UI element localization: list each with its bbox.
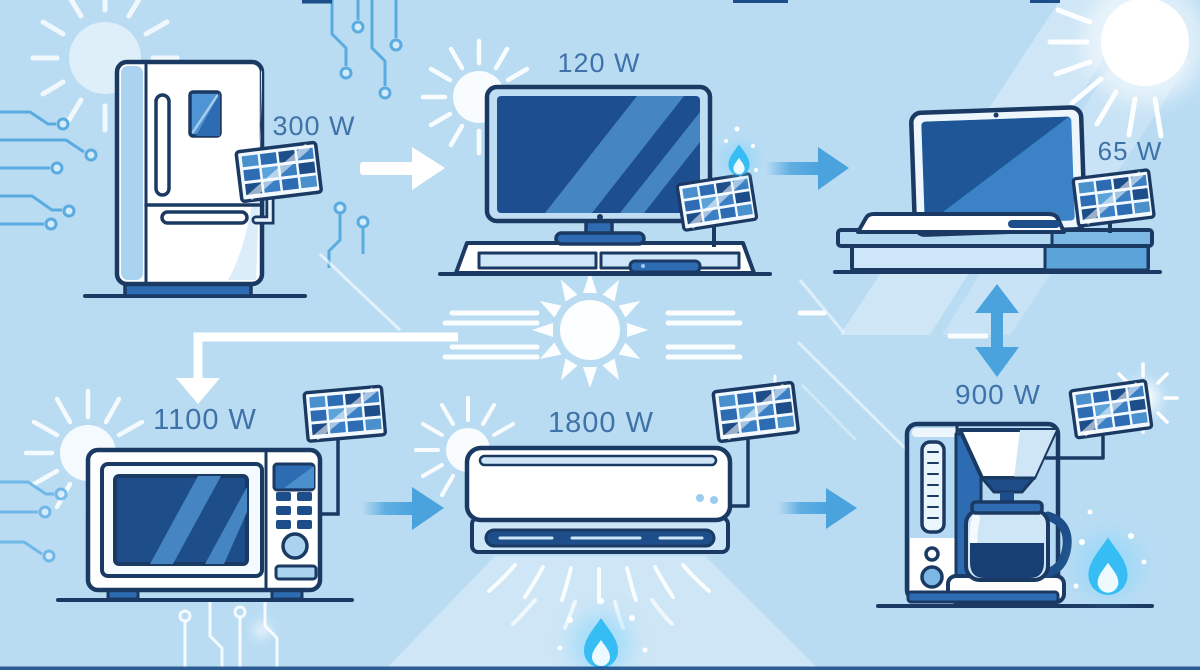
laptop-illustration <box>833 105 1162 274</box>
flow-arrow-white-right <box>360 147 445 190</box>
solar-panel-icon <box>1070 380 1152 438</box>
beam-line <box>318 252 402 332</box>
flame-icon <box>722 126 758 177</box>
flame-icon <box>557 598 648 670</box>
circuit-trace-icon <box>178 602 279 668</box>
microwave-illustration <box>56 447 354 602</box>
flow-arrow-blue-right <box>362 487 444 530</box>
air-conditioner-illustration <box>464 434 750 554</box>
circuit-trace-icon <box>0 0 403 268</box>
flow-arrow-white-elbow-down <box>176 332 458 404</box>
sun-icon <box>1047 0 1200 139</box>
stripe-decor <box>442 310 989 360</box>
flame-icon <box>1073 509 1147 598</box>
flow-arrow-blue-right <box>778 488 857 529</box>
sun-icon <box>532 272 648 388</box>
wattage-label-air-conditioner: 1800 W <box>548 407 654 439</box>
airflow-decor <box>385 556 820 670</box>
solar-panel-icon <box>677 173 757 247</box>
television-illustration <box>438 84 772 276</box>
solar-panel-icon <box>236 142 321 225</box>
coffee-maker-illustration <box>876 421 1154 608</box>
wattage-label-microwave: 1100 W <box>153 404 257 436</box>
solar-panel-icon <box>304 386 386 516</box>
solar-panel-icon <box>713 382 798 441</box>
wattage-label-refrigerator: 300 W <box>272 111 356 141</box>
flow-arrow-blue-right <box>766 147 849 190</box>
flow-arrow-blue-vertical-double <box>975 284 1019 377</box>
wattage-label-coffee-maker: 900 W <box>955 379 1041 410</box>
wattage-label-television: 120 W <box>557 48 641 78</box>
solar-panel-icon <box>1073 170 1154 233</box>
circuit-trace-icon <box>0 480 68 563</box>
wattage-label-laptop: 65 W <box>1097 136 1163 166</box>
refrigerator-illustration <box>83 59 307 298</box>
